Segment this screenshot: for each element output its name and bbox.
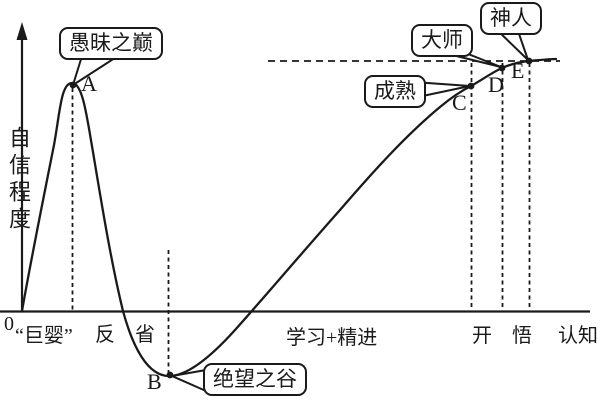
point-label-C: C — [452, 90, 467, 115]
x-axis-end-label: 认知 — [558, 325, 598, 347]
point-dot-D — [498, 64, 506, 72]
callout-tail-valley — [168, 368, 207, 393]
origin-label: 0 — [4, 313, 14, 335]
stage-label-enlightenment: 开 悟 — [472, 325, 532, 347]
point-label-D: D — [488, 72, 504, 97]
point-dot-C — [467, 82, 475, 90]
callout-god: 神人 — [480, 2, 542, 36]
point-dot-E — [525, 57, 533, 65]
point-label-E: E — [511, 58, 525, 83]
callout-master: 大师 — [411, 24, 473, 58]
point-label-B: B — [147, 369, 162, 394]
stage-label-learning: 学习+精进 — [286, 327, 378, 349]
point-dot-A — [69, 81, 77, 89]
callout-maturity: 成熟 — [364, 75, 426, 109]
point-dot-B — [166, 371, 174, 379]
callout-peak-of-ignorance: 愚昧之巅 — [59, 27, 163, 61]
y-axis-label: 自信程度 — [6, 126, 31, 234]
callout-valley-of-despair: 绝望之谷 — [203, 363, 307, 397]
stage-label-reflection: 反 省 — [95, 324, 155, 346]
confidence-curve — [20, 57, 558, 378]
point-label-A: A — [81, 71, 97, 96]
stage-label-giant-baby: “巨婴” — [15, 325, 73, 347]
y-axis-arrow-icon — [16, 22, 28, 40]
